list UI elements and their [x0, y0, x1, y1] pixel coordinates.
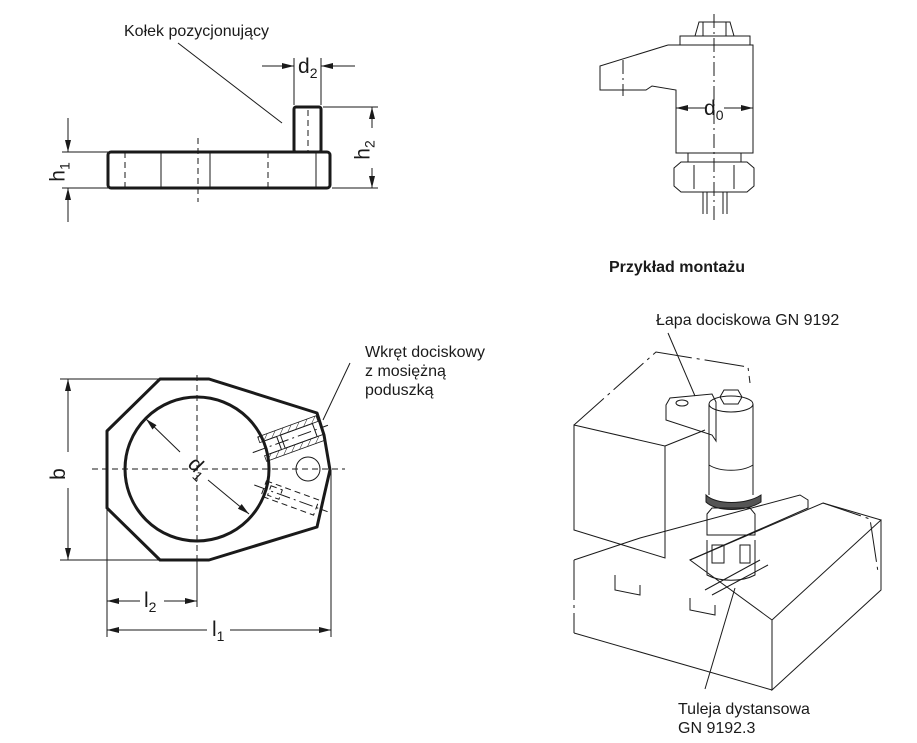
dim-d2: d2	[298, 55, 318, 81]
assembly-illustration	[573, 332, 882, 692]
assembly-example-title: Przykład montażu	[609, 259, 746, 276]
clamp-callout: Łapa dociskowa GN 9192	[656, 312, 840, 329]
dim-d0: d0	[704, 97, 724, 123]
dim-h2: h2	[351, 140, 378, 160]
dim-b: b	[46, 468, 70, 480]
plan-view	[60, 362, 351, 637]
pin-leader-line	[177, 42, 283, 124]
positioning-pin-callout: Kołek pozycjonujący	[124, 23, 269, 40]
ring-body-side	[106, 150, 332, 190]
locking-ring	[705, 493, 762, 510]
dim-l1: l1	[212, 618, 225, 644]
side-view	[62, 42, 378, 222]
dim-l2: l2	[144, 589, 157, 615]
ring-outline	[105, 377, 332, 562]
pin-hole	[295, 456, 321, 482]
dim-h1: h1	[46, 162, 73, 182]
clamp-side-view	[599, 14, 755, 222]
